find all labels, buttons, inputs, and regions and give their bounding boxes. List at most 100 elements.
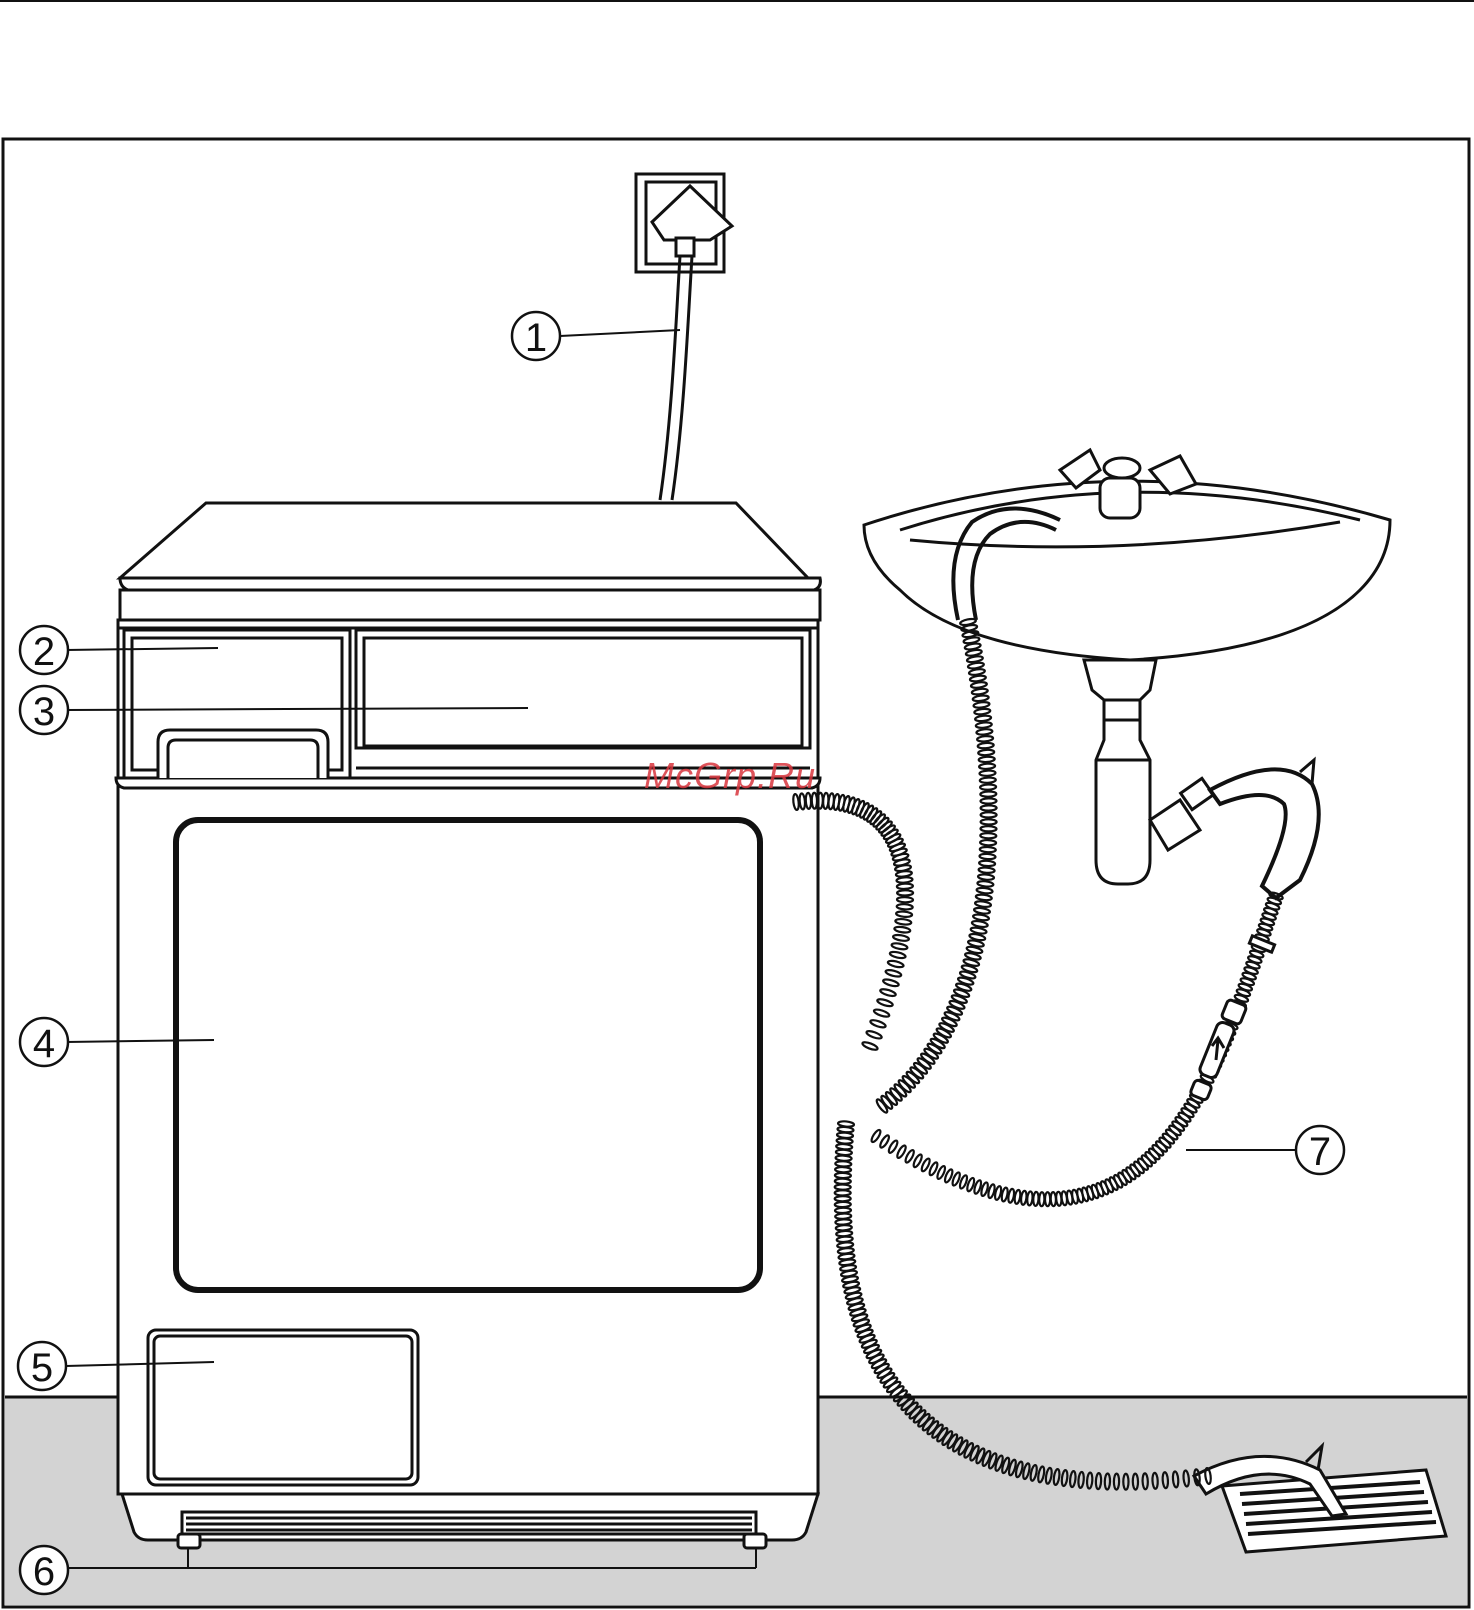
hose-coil	[1013, 1188, 1022, 1205]
callout-2-label: 2	[33, 630, 55, 674]
hose-coil	[971, 913, 991, 922]
hose-coil	[970, 919, 989, 929]
hose-coil	[978, 776, 997, 784]
hose-coil	[951, 1171, 961, 1187]
dryer-feet	[176, 1510, 768, 1550]
hose-coil	[979, 804, 998, 812]
hose-coil	[894, 917, 913, 926]
floor-drain	[1191, 1441, 1448, 1554]
hose-coil	[976, 880, 995, 888]
callout-6-label: 6	[33, 1550, 55, 1594]
hose-coil	[1204, 1466, 1212, 1486]
hose-coil	[1068, 1470, 1077, 1489]
hose-coil	[962, 958, 981, 967]
hose-coil	[966, 661, 985, 670]
hose-coil	[872, 1008, 891, 1018]
hose-coil	[979, 825, 998, 833]
hose-coil	[958, 1174, 969, 1190]
hose-coil	[896, 1144, 907, 1159]
watermark: McGrp.Ru	[644, 755, 816, 796]
hose-coil	[904, 1148, 915, 1164]
hose-coil	[963, 642, 982, 651]
hose-coil	[976, 873, 996, 881]
leader-3	[65, 707, 529, 711]
hose-coil	[792, 792, 800, 812]
hose-coil	[952, 988, 971, 998]
hose-coil	[875, 1098, 889, 1114]
control-panel	[354, 628, 812, 770]
hose-coil	[979, 838, 998, 847]
hose-coil	[969, 1444, 980, 1462]
callout-4: 4	[18, 1016, 70, 1068]
hose-coil	[1131, 1472, 1140, 1491]
hose-coil	[964, 952, 982, 961]
callout-5: 5	[16, 1340, 68, 1392]
wash-basin	[862, 447, 1392, 886]
hose-coil	[1044, 1466, 1053, 1485]
hose-coil	[861, 1041, 879, 1051]
hose-coil	[1019, 1189, 1028, 1206]
hose-coil	[890, 942, 909, 951]
hose-coil	[979, 790, 998, 798]
hose-coil	[895, 876, 914, 884]
hose-coil	[987, 1452, 998, 1470]
hose-coil	[1094, 1472, 1103, 1491]
hose-coil	[870, 1128, 882, 1144]
hose-coil	[1182, 1469, 1191, 1488]
hose-coil	[975, 886, 994, 895]
callout-4-label: 4	[33, 1022, 55, 1066]
hose-coil	[965, 945, 984, 955]
hose-coil	[963, 1442, 975, 1459]
hose-coil	[973, 707, 992, 716]
hose-coil	[979, 783, 998, 791]
hose-coil	[912, 1153, 923, 1169]
leader-lines	[65, 329, 1296, 1569]
hose-coil	[975, 728, 994, 736]
hose-coil	[960, 964, 979, 974]
hose-coil	[973, 1179, 983, 1195]
hose-coil	[886, 959, 905, 969]
hose-coil	[994, 1454, 1004, 1472]
hose-coil	[971, 694, 990, 703]
hose-coil	[895, 903, 914, 911]
hose-coil	[954, 982, 973, 992]
hose-coil	[884, 968, 903, 978]
hose-coil	[1014, 1460, 1024, 1479]
hose-coil	[1171, 1470, 1180, 1489]
callout-3: 3	[18, 684, 70, 736]
hose-coil	[978, 769, 997, 777]
hose-coil	[978, 852, 997, 861]
hose-coil	[973, 900, 993, 908]
leader-1	[559, 329, 681, 337]
callout-7: 7	[1294, 1124, 1346, 1176]
hose-coil	[976, 741, 995, 750]
callout-7-label: 7	[1309, 1130, 1331, 1174]
hose-coil	[1161, 1471, 1170, 1490]
hose-coil	[895, 882, 914, 891]
hose-coil	[1037, 1465, 1046, 1484]
trap-hose-hook	[1207, 756, 1321, 901]
hose-coil	[969, 926, 988, 935]
hose-coil	[969, 681, 988, 689]
hose-coil	[893, 925, 912, 934]
drain-hoses	[792, 617, 1284, 1491]
callout-1: 1	[510, 310, 562, 362]
hose-coil	[981, 1449, 992, 1467]
hose-coil	[977, 748, 996, 757]
hose-coil	[879, 1134, 891, 1149]
hose-coil	[1007, 1187, 1016, 1204]
hose-coil	[976, 735, 995, 743]
hose-coil	[979, 831, 998, 840]
hose-coil	[1022, 1462, 1031, 1481]
hose-coil	[977, 866, 996, 874]
hose-coil	[1052, 1467, 1061, 1487]
sink-hose-hook	[951, 506, 1061, 621]
hose-coil	[895, 910, 914, 918]
hose-coil	[1122, 1472, 1130, 1491]
hose-sink	[875, 617, 998, 1114]
hose-coil	[1000, 1186, 1009, 1203]
wall-socket	[634, 172, 735, 274]
dryer-door	[173, 817, 763, 1293]
hose-coil	[882, 978, 900, 988]
hose-coil	[920, 1157, 931, 1173]
